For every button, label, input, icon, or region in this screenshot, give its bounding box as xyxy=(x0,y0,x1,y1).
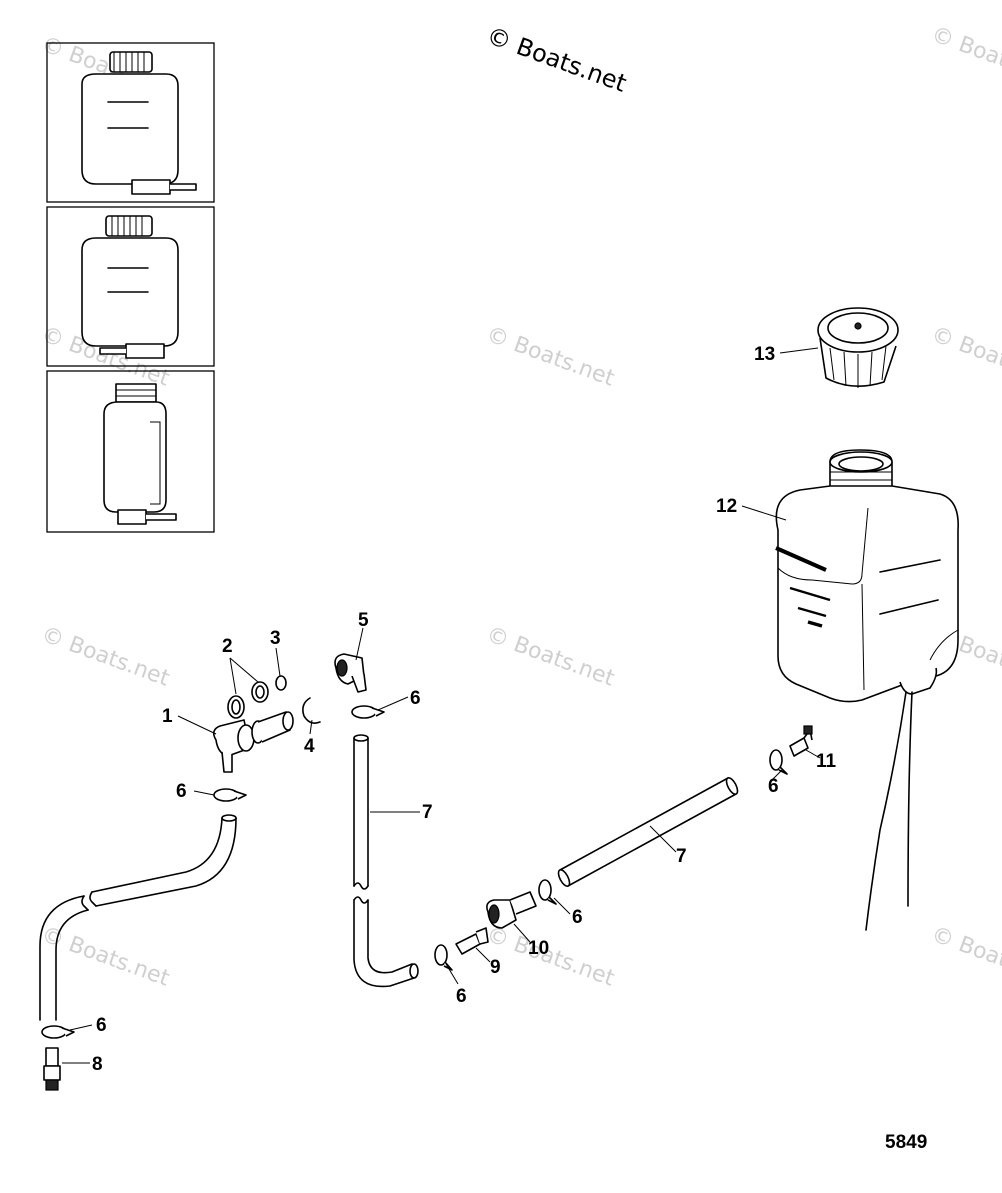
callout-4: 4 xyxy=(304,736,315,757)
callout-6a: 6 xyxy=(410,688,421,709)
upper-elbow-fitting xyxy=(334,653,367,693)
callout-8: 8 xyxy=(92,1054,103,1075)
hose-clamp-upper xyxy=(351,705,385,719)
hose-clamp-mid-1 xyxy=(434,944,453,971)
watermark-faint-2: © Boats.net xyxy=(928,22,1002,92)
callout-6e: 6 xyxy=(572,907,583,928)
elbow-fitting xyxy=(212,711,294,773)
reservoir-variant-3-icon xyxy=(103,383,177,525)
reservoir-variant-1-icon xyxy=(81,51,197,195)
leader-lines xyxy=(62,347,821,1064)
reservoir-cap xyxy=(817,307,899,388)
retaining-clip xyxy=(302,697,321,724)
connector-fitting xyxy=(455,927,489,955)
inset-box-1 xyxy=(46,42,215,203)
hose-diagonal xyxy=(557,777,739,887)
callouts: 2 3 5 6 1 4 6 7 6 8 6 9 10 6 7 6 11 12 1… xyxy=(92,344,837,1075)
callout-5: 5 xyxy=(358,610,369,631)
hose-clamp-mid-2 xyxy=(538,879,557,905)
watermark-faint-10: © Boats.net xyxy=(483,922,618,992)
barb-fitting-right xyxy=(789,725,813,757)
callout-11: 11 xyxy=(816,751,837,772)
callout-6c: 6 xyxy=(96,1015,107,1036)
callout-6f: 6 xyxy=(768,776,779,797)
reservoir-label-lines xyxy=(775,546,831,628)
callout-1: 1 xyxy=(162,706,173,727)
reservoir-tank xyxy=(775,449,959,931)
callout-3: 3 xyxy=(270,628,281,649)
callout-10: 10 xyxy=(528,938,549,959)
callout-7b: 7 xyxy=(676,846,687,867)
quick-connector xyxy=(486,891,537,929)
callout-12: 12 xyxy=(716,496,737,517)
callout-7a: 7 xyxy=(422,802,433,823)
callout-2: 2 xyxy=(222,636,233,657)
o-rings xyxy=(227,681,269,719)
inset-box-3 xyxy=(46,370,215,533)
watermark-faint-7: © Boats.net xyxy=(483,622,618,692)
reservoir-variant-2-icon xyxy=(81,215,179,359)
watermark-faint-4: © Boats.net xyxy=(483,322,618,392)
hose-clamp-bottom-left xyxy=(41,1025,75,1039)
hose-vertical xyxy=(353,734,419,988)
watermark-primary: © Boats.net xyxy=(483,21,630,97)
hose-clamp-left xyxy=(213,788,247,802)
callout-13: 13 xyxy=(754,344,775,365)
callout-9: 9 xyxy=(490,957,501,978)
watermark-faint-5: © Boats.net xyxy=(928,322,1002,392)
barb-fitting-bottom xyxy=(43,1047,61,1091)
figure-number: 5849 xyxy=(885,1132,927,1153)
callout-6d: 6 xyxy=(456,986,467,1007)
hose-clamp-right xyxy=(769,749,788,775)
inset-box-2 xyxy=(46,206,215,367)
watermark-faint-11: © Boats.net xyxy=(928,922,1002,992)
small-seal xyxy=(275,675,287,691)
hose-left xyxy=(39,814,237,1021)
callout-6b: 6 xyxy=(176,781,187,802)
watermark-faint-6: © Boats.net xyxy=(38,622,173,692)
